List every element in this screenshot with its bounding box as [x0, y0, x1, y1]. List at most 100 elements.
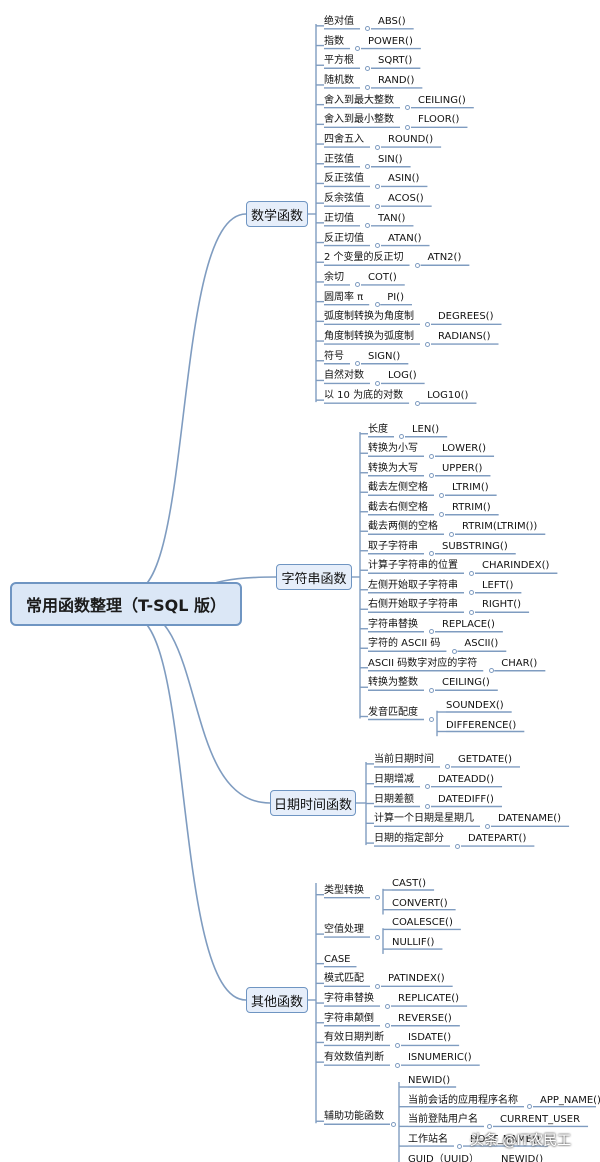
- item-label: CASE: [324, 953, 351, 965]
- item-label: 随机数: [324, 74, 354, 86]
- item-label: 空值处理: [324, 924, 364, 936]
- function-name: LOG10(): [427, 390, 469, 402]
- expand-dot: [399, 434, 405, 440]
- item-label: 字符的 ASCII 码: [368, 638, 441, 650]
- function-name: REPLACE(): [441, 618, 495, 630]
- function-name: RAND(): [377, 74, 415, 86]
- function-name: LEFT(): [481, 579, 514, 591]
- expand-dot: [469, 609, 475, 615]
- function-name: COT(): [367, 271, 397, 283]
- expand-dot: [395, 1062, 401, 1068]
- function-name: NEWID(): [501, 1153, 544, 1162]
- function-name: SUBSTRING(): [441, 540, 508, 552]
- item-label: 模式匹配: [324, 973, 364, 985]
- function-name: COALESCE(): [391, 917, 453, 929]
- item-label: 反正弦值: [324, 173, 364, 185]
- function-name: LOG(): [387, 370, 417, 382]
- function-name: TAN(): [377, 212, 406, 224]
- item-label: 取子字符串: [368, 540, 418, 552]
- function-name: ASIN(): [387, 173, 420, 185]
- item-label: 左侧开始取子字符串: [368, 579, 458, 591]
- function-name: ATAN(): [387, 232, 422, 244]
- sub-item-label: NEWID(): [407, 1075, 451, 1086]
- item-label: 正弦值: [324, 153, 354, 165]
- expand-dot: [375, 203, 381, 209]
- function-name: CEILING(): [417, 94, 466, 106]
- function-name: ASCII(): [464, 638, 499, 650]
- sub-item-label: 当前会话的应用程序名称: [407, 1094, 518, 1106]
- expand-dot: [425, 321, 431, 327]
- function-name: CURRENT_USER: [499, 1114, 581, 1126]
- expand-dot: [429, 453, 435, 459]
- category-node-3: 日期时间函数: [270, 790, 356, 816]
- expand-dot: [449, 531, 455, 537]
- function-name: ISDATE(): [407, 1032, 452, 1044]
- sub-item-label: GUID（UUID）: [407, 1153, 479, 1162]
- expand-dot: [385, 1023, 391, 1029]
- item-label: 自然对数: [324, 370, 364, 382]
- expand-dot: [425, 341, 431, 347]
- function-name: CEILING(): [441, 677, 490, 689]
- expand-dot: [469, 590, 475, 596]
- expand-dot: [439, 512, 445, 518]
- item-label: 长度: [368, 423, 388, 435]
- expand-dot: [439, 492, 445, 498]
- category-node-4: 其他函数: [246, 987, 308, 1013]
- function-name: ATN2(): [427, 252, 462, 264]
- expand-dot: [429, 551, 435, 557]
- function-name: CHAR(): [501, 657, 538, 669]
- function-name: DATENAME(): [497, 813, 562, 825]
- function-name: CONVERT(): [391, 897, 448, 909]
- function-name: SIN(): [377, 153, 403, 165]
- expand-dot: [469, 570, 475, 576]
- item-label: 指数: [324, 35, 344, 47]
- expand-dot: [429, 687, 435, 693]
- expand-dot: [365, 65, 371, 71]
- item-label: 发音匹配度: [368, 706, 418, 718]
- function-name: CAST(): [391, 878, 427, 889]
- item-label: 字符串替换: [368, 618, 418, 630]
- expand-dot: [415, 262, 421, 268]
- expand-dot: [451, 648, 457, 654]
- item-label: 四舍五入: [324, 134, 364, 146]
- item-label: 字符串替换: [324, 993, 374, 1005]
- function-name: DEGREES(): [437, 311, 494, 323]
- function-name: DATEDIFF(): [437, 793, 494, 805]
- item-label: 舍入到最小整数: [324, 114, 394, 126]
- expand-dot: [395, 1042, 401, 1048]
- item-label: 转换为整数: [368, 677, 418, 689]
- expand-dot: [527, 1104, 533, 1110]
- expand-dot: [457, 1143, 463, 1149]
- function-name: DATEPART(): [467, 833, 527, 845]
- function-name: NULLIF(): [391, 937, 435, 949]
- expand-dot: [374, 302, 380, 308]
- expand-dot: [487, 1123, 493, 1129]
- expand-dot: [375, 183, 381, 189]
- item-label: 辅助功能函数: [324, 1111, 384, 1123]
- function-name: RTRIM(): [451, 501, 491, 513]
- expand-dot: [425, 784, 431, 790]
- item-label: 符号: [324, 350, 344, 362]
- function-name: SOUNDEX(): [445, 700, 504, 711]
- function-name: PI(): [387, 291, 404, 303]
- category-node-2: 字符串函数: [276, 564, 352, 590]
- item-label: 绝对值: [324, 15, 354, 27]
- function-name: FLOOR(): [417, 114, 460, 126]
- function-name: HOST_NAME(): [469, 1134, 540, 1146]
- expand-dot: [375, 144, 381, 150]
- category-node-1: 数学函数: [246, 201, 308, 227]
- item-label: 余切: [324, 271, 344, 283]
- function-name: ROUND(): [387, 134, 434, 146]
- expand-dot: [455, 843, 461, 849]
- expand-dot: [355, 361, 361, 367]
- expand-dot: [429, 473, 435, 479]
- expand-dot: [405, 105, 411, 111]
- item-label: 截去右侧空格: [368, 501, 428, 513]
- item-label: 转换为小写: [368, 443, 418, 455]
- root-node: 常用函数整理（T-SQL 版）: [10, 582, 242, 626]
- expand-dot: [429, 629, 435, 635]
- item-label: 日期的指定部分: [374, 833, 444, 845]
- item-label: 以 10 为底的对数: [324, 390, 404, 402]
- item-label: 当前日期时间: [374, 753, 434, 765]
- item-label: 类型转换: [324, 884, 364, 896]
